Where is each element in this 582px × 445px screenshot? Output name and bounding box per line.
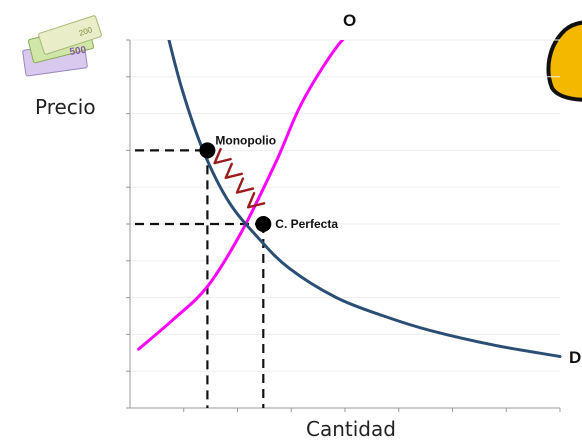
x-axis-title: Cantidad <box>306 417 396 441</box>
point-label-monopolio: Monopolio <box>215 133 276 147</box>
red-chevron-arrows-icon <box>213 147 266 209</box>
dashed-guide-lines <box>135 149 265 408</box>
demand-curve <box>167 40 562 358</box>
supply-curve-label: O <box>343 11 356 30</box>
red-chevron-arrow <box>213 147 232 165</box>
demand-curve-label: D <box>569 348 581 367</box>
red-chevron-arrow <box>224 162 243 180</box>
grid-lines <box>130 39 560 409</box>
red-chevron-arrow <box>246 192 266 209</box>
svg-text:500: 500 <box>69 45 87 58</box>
euro-banknotes-icon: 500 200 <box>22 15 102 77</box>
axes <box>126 39 561 412</box>
equilibrium-points <box>199 142 272 232</box>
curves <box>137 40 562 358</box>
point-label-c-perfecta: C. Perfecta <box>275 217 338 231</box>
yellow-rounded-badge-icon <box>546 20 582 102</box>
point-monopolio <box>199 142 216 159</box>
point-c-perfecta <box>255 216 272 232</box>
svg-text:200: 200 <box>78 25 94 38</box>
y-axis-title: Precio <box>35 95 96 119</box>
supply-curve <box>137 40 345 351</box>
red-chevron-arrow <box>235 177 255 194</box>
